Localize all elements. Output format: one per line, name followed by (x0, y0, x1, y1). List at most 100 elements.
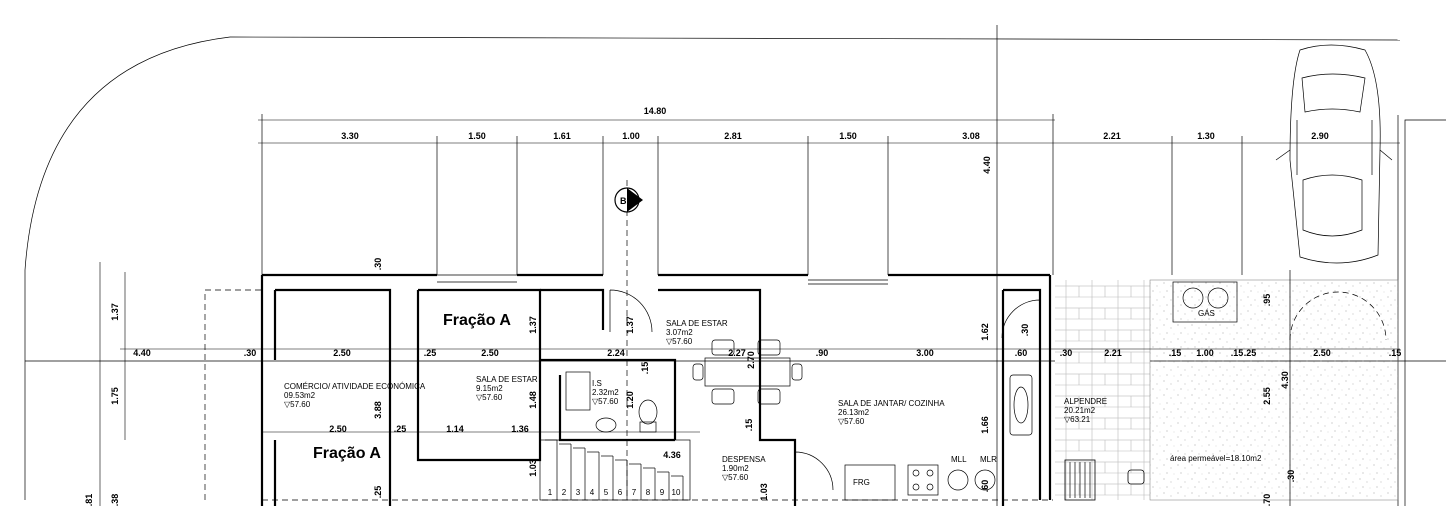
alpendre-sink (1127, 469, 1145, 485)
door-swing-despensa (794, 451, 834, 491)
dim-top-segment: 1.50 (839, 131, 857, 141)
dim-vertical-segment: .15 (744, 419, 754, 432)
stair-step-number: 2 (562, 488, 567, 497)
dim-vertical-segment: 1.20 (625, 391, 635, 409)
gas-label: GÁS (1198, 309, 1215, 318)
dim-lower-segment: 1.36 (511, 424, 529, 434)
property-boundary-arc (24, 36, 231, 500)
fracao-label-upper: Fração A (443, 312, 511, 329)
dim-vertical-segment: .60 (980, 480, 990, 493)
dining-table (692, 339, 803, 405)
dim-lower-segment: .25 (394, 424, 407, 434)
room-name: SALA DE ESTAR (476, 375, 538, 384)
room-label: I.S2.32m2▽57.60 (592, 379, 619, 406)
kitchen-fixtures (844, 374, 1033, 501)
room-level: ▽57.60 (284, 400, 311, 409)
stair-step-number: 6 (618, 488, 623, 497)
dim-lower-segment: 4.36 (663, 450, 681, 460)
room-name: SALA DE ESTAR (666, 319, 728, 328)
dim-middle-segment: .90 (816, 348, 829, 358)
permeable-area-label: área permeável=18.10m2 (1170, 454, 1262, 463)
fracao-label-lower: Fração A (313, 445, 381, 462)
dim-middle-segment: 4.40 (133, 348, 151, 358)
svg-text:B: B (620, 196, 627, 206)
room-name: COMÉRCIO/ ATIVIDADE ECONÓMICA (284, 382, 426, 391)
dim-vertical-segment: .38 (110, 494, 120, 506)
room-level: ▽63.21 (1064, 415, 1091, 424)
dim-middle-segment: 2.21 (1104, 348, 1122, 358)
permeable-area (1149, 279, 1399, 501)
room-area: 09.53m2 (284, 391, 316, 400)
dim-vertical-segment: .30 (1286, 470, 1296, 483)
dim-vertical-segment: 1.03 (759, 483, 769, 501)
dim-middle-segment: 2.27 (728, 348, 746, 358)
dim-lower-segment: 2.50 (329, 424, 347, 434)
dim-top-segment: 3.08 (962, 131, 980, 141)
door-swing-sala (609, 289, 653, 333)
dim-vertical-segment: 1.37 (528, 316, 538, 334)
dim-middle-segment: 3.00 (916, 348, 934, 358)
dim-right-vertical: 4.40 (982, 156, 992, 174)
dim-middle-segment: 1.00 (1196, 348, 1214, 358)
property-boundary-top (229, 36, 1401, 41)
garden-bed (1064, 459, 1096, 501)
room-name: DESPENSA (722, 455, 766, 464)
dim-top-segment: 2.21 (1103, 131, 1121, 141)
dim-top-segment: 1.50 (468, 131, 486, 141)
dim-middle-segment: .15 (1389, 348, 1402, 358)
dim-vertical-segment: 2.70 (746, 351, 756, 369)
room-level: ▽57.60 (666, 337, 693, 346)
stair-step-number: 4 (590, 488, 595, 497)
room-level: ▽57.60 (592, 397, 619, 406)
dim-vertical-segment: .15 (640, 362, 650, 375)
dim-vertical-segment: 1.37 (110, 303, 120, 321)
dim-vertical-segment: .81 (84, 494, 94, 506)
dim-middle-segment: .25 (424, 348, 437, 358)
stair-step-number: 3 (576, 488, 581, 497)
room-labels: COMÉRCIO/ ATIVIDADE ECONÓMICA09.53m2▽57.… (284, 319, 1107, 482)
dim-top-segment: 3.30 (341, 131, 359, 141)
dim-middle-segment: 2.50 (481, 348, 499, 358)
dim-vertical-segment: .95 (1262, 294, 1272, 307)
dim-top-segment: 2.90 (1311, 131, 1329, 141)
stair-step-number: 9 (660, 488, 665, 497)
room-level: ▽57.60 (838, 417, 865, 426)
dim-middle-segment: .15 (1169, 348, 1182, 358)
dim-vertical-segment: .70 (1262, 494, 1272, 506)
dim-middle-segment: .25 (1244, 348, 1257, 358)
car-icon (1275, 44, 1393, 264)
dim-vertical-segment: .25 (373, 486, 383, 499)
dim-vertical-segment: 3.88 (373, 401, 383, 419)
stair-step-number: 1 (548, 488, 553, 497)
stair-step-number: 5 (604, 488, 609, 497)
dim-vertical-segment: .30 (373, 258, 383, 271)
dim-middle-segment: 2.24 (607, 348, 625, 358)
dim-top-segment: 1.00 (622, 131, 640, 141)
dim-overall: 14.80 (644, 106, 667, 116)
mlr-label: MLR (980, 455, 997, 464)
mll-label: MLL (951, 455, 967, 464)
room-area: 1.90m2 (722, 464, 749, 473)
room-level: ▽57.60 (722, 473, 749, 482)
dim-middle-segment: .15 (1231, 348, 1244, 358)
room-name: SALA DE JANTAR/ COZINHA (838, 399, 945, 408)
stair-step-number: 8 (646, 488, 651, 497)
room-area: 3.07m2 (666, 328, 693, 337)
dim-lower-segment: 1.14 (446, 424, 464, 434)
dim-middle-segment: 2.50 (1313, 348, 1331, 358)
lower-dimensions: 2.50 .25 1.14 1.36 4.36 (329, 424, 681, 460)
fridge-label: FRG (853, 478, 870, 487)
dim-vertical-segment: 1.37 (625, 316, 635, 334)
dim-top-segment: 1.61 (553, 131, 571, 141)
dim-middle-segment: .60 (1015, 348, 1028, 358)
room-area: 9.15m2 (476, 384, 503, 393)
